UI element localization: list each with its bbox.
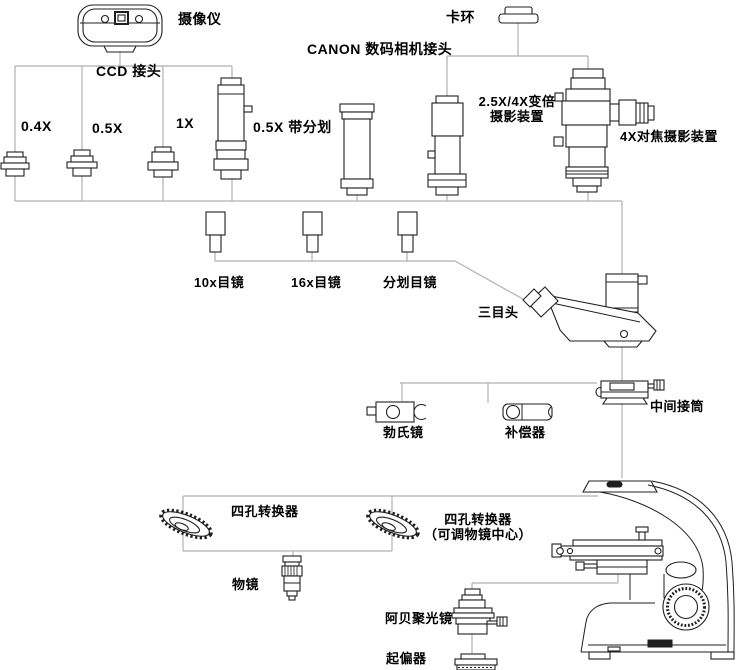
- canon-adapter-label: CANON 数码相机接头: [307, 41, 453, 57]
- adapter-05x-label: 0.5X: [92, 120, 123, 136]
- ccd-adapter-label: CCD 接头: [96, 63, 162, 79]
- camera-drawing: [77, 4, 163, 53]
- intermediate-tube-drawing: [595, 379, 665, 405]
- objective-label: 物镜: [232, 577, 260, 592]
- canon-adapter-drawing: [339, 103, 375, 196]
- adapter-04x-drawing: [0, 151, 30, 177]
- nosepiece-adjustable-label-line2: （可调物镜中心）: [423, 527, 532, 542]
- focus-photo-device-drawing: [553, 68, 655, 193]
- focus-photo-device-label: 4X对焦摄影装置: [620, 129, 718, 144]
- eyepiece-reticle-drawing: [397, 211, 418, 253]
- nosepiece-drawing: [159, 508, 213, 540]
- nosepiece-adjustable-label-line1: 四孔转换器: [444, 512, 512, 527]
- compensator-label: 补偿器: [505, 425, 546, 440]
- bertrand-lens-label: 勃氏镜: [383, 425, 424, 440]
- objective-drawing: [281, 555, 303, 601]
- zoom-photo-device-label-line1: 2.5X/4X变倍: [478, 94, 556, 109]
- polarizer-drawing: [454, 653, 498, 670]
- adapter-05x-reticle-label: 0.5X 带分划: [253, 119, 332, 135]
- clamp-ring-label: 卡环: [446, 9, 475, 25]
- trinocular-head-drawing: [522, 273, 657, 348]
- connector-lines: [14, 23, 623, 653]
- trinocular-head-label: 三目头: [478, 305, 519, 320]
- zoom-photo-device-drawing: [427, 95, 467, 196]
- eyepiece-16x-drawing: [302, 211, 323, 253]
- eyepiece-10x-label: 10x目镜: [194, 275, 245, 290]
- polarizer-label: 起偏器: [386, 651, 427, 666]
- adapter-05x-drawing: [66, 149, 98, 177]
- nosepiece-adjustable-drawing: [366, 508, 420, 540]
- adapter-1x-drawing: [147, 146, 179, 178]
- adapter-1x-label: 1X: [176, 115, 195, 131]
- bertrand-lens-drawing: [366, 401, 427, 423]
- abbe-condenser-label: 阿贝聚光镜: [385, 611, 453, 626]
- nosepiece-adjustable-label: 四孔转换器 （可调物镜中心）: [412, 512, 544, 542]
- zoom-photo-device-label-line2: 摄影装置: [489, 109, 544, 124]
- compensator-drawing: [502, 403, 553, 421]
- abbe-condenser-drawing: [451, 588, 508, 635]
- eyepiece-reticle-label: 分划目镜: [383, 275, 438, 290]
- eyepiece-10x-drawing: [205, 211, 226, 253]
- adapter-05x-reticle-drawing: [213, 77, 253, 180]
- camera-label: 摄像仪: [178, 11, 222, 27]
- microscope-body-drawing: [551, 480, 735, 660]
- eyepiece-16x-label: 16x目镜: [291, 275, 342, 290]
- clamp-ring-drawing: [498, 6, 539, 24]
- zoom-photo-device-label: 2.5X/4X变倍 摄影装置: [461, 94, 573, 124]
- adapter-04x-label: 0.4X: [21, 118, 52, 134]
- intermediate-tube-label: 中间接筒: [650, 399, 705, 414]
- nosepiece-label: 四孔转换器: [231, 504, 299, 519]
